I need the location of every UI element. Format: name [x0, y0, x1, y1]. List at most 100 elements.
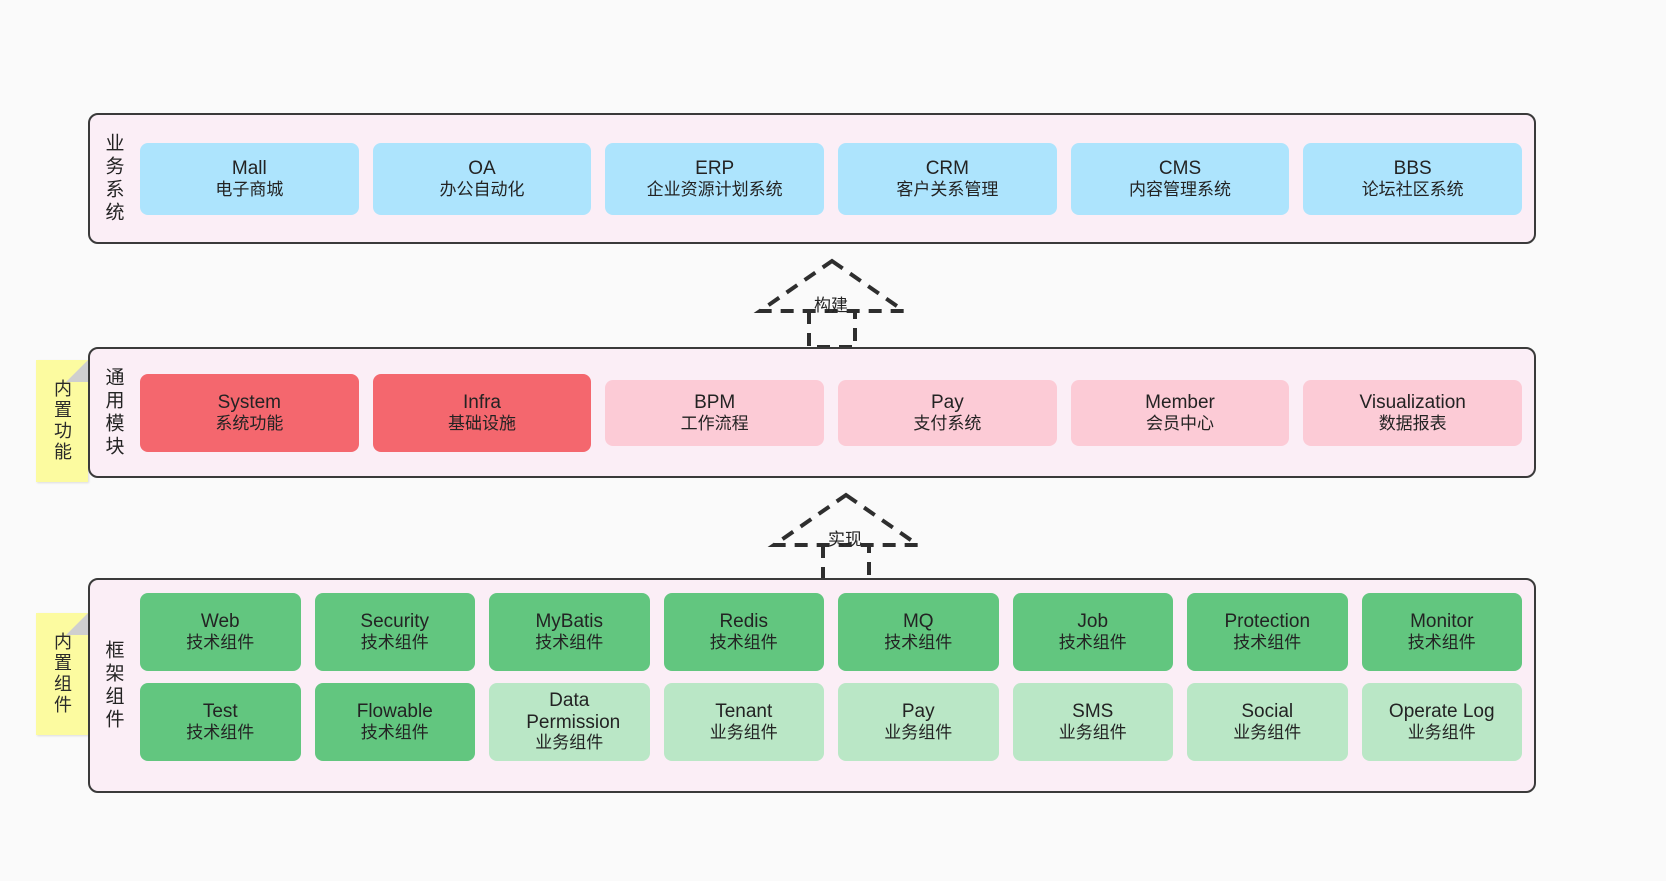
card-subtitle: 业务组件 — [1233, 723, 1302, 743]
layer-business-systems: 业务系统 Mall 电子商城 OA 办公自动化 ERP 企业资源计划系统 CRM… — [88, 113, 1536, 244]
card-title: Redis — [719, 611, 769, 633]
layer-title-business-systems: 业务系统 — [102, 132, 124, 225]
card-subtitle: 基础设施 — [448, 413, 516, 433]
card-crm[interactable]: CRM 客户关系管理 — [838, 142, 1057, 215]
card-subtitle: 业务组件 — [535, 733, 604, 753]
card-subtitle: 技术组件 — [1407, 633, 1476, 653]
card-title: Web — [200, 611, 240, 633]
arrow-build: 构建 — [752, 255, 912, 351]
card-social[interactable]: Social 业务组件 — [1187, 683, 1348, 761]
card-test[interactable]: Test 技术组件 — [140, 683, 301, 761]
card-subtitle: 论坛社区系统 — [1361, 179, 1464, 199]
card-oa[interactable]: OA 办公自动化 — [372, 142, 592, 215]
card-security[interactable]: Security 技术组件 — [314, 593, 475, 671]
card-subtitle: 电子商城 — [215, 179, 284, 199]
card-subtitle: 技术组件 — [1233, 633, 1302, 653]
card-subtitle: 技术组件 — [186, 633, 255, 653]
card-mq[interactable]: MQ 技术组件 — [838, 593, 999, 671]
card-member[interactable]: Member 会员中心 — [1070, 379, 1290, 446]
card-title: Pay — [930, 391, 964, 413]
card-pay-business[interactable]: Pay 业务组件 — [838, 683, 999, 761]
layer-framework-components: 框架组件 Web 技术组件 Security 技术组件 MyBatis 技术组件… — [88, 578, 1536, 793]
card-title: Protection — [1224, 611, 1311, 633]
card-title: ERP — [695, 157, 735, 179]
card-subtitle: 内容管理系统 — [1129, 179, 1232, 199]
card-subtitle: 业务组件 — [1058, 723, 1127, 743]
layer-common-modules: 通用模块 System 系统功能 Infra 基础设施 BPM 工作流程 Pay… — [88, 347, 1536, 478]
arrow-implement-label: 实现 — [828, 530, 862, 549]
card-subtitle: 业务组件 — [709, 723, 778, 743]
card-title: Operate Log — [1388, 701, 1495, 723]
layer-title-common-modules: 通用模块 — [102, 366, 124, 459]
card-title: Social — [1241, 701, 1294, 723]
card-data-permission[interactable]: Data Permission 业务组件 — [489, 683, 650, 761]
card-title: BBS — [1393, 157, 1432, 179]
card-job[interactable]: Job 技术组件 — [1012, 593, 1173, 671]
arrow-implement: 实现 — [766, 489, 926, 585]
card-tenant[interactable]: Tenant 业务组件 — [663, 683, 824, 761]
card-subtitle: 技术组件 — [360, 633, 429, 653]
card-title: Member — [1145, 391, 1215, 413]
sticky-note-text: 内置功能 — [52, 379, 72, 463]
card-subtitle: 办公自动化 — [439, 179, 525, 199]
arrow-implement-svg — [767, 492, 925, 583]
card-title: Monitor — [1410, 611, 1474, 633]
card-title: SMS — [1072, 701, 1114, 723]
sticky-note-builtin-components: 内置组件 — [36, 613, 88, 735]
card-protection[interactable]: Protection 技术组件 — [1187, 593, 1348, 671]
card-title: Tenant — [715, 701, 773, 723]
card-title: Test — [202, 701, 238, 723]
card-title: Flowable — [356, 701, 433, 723]
card-subtitle: 系统功能 — [215, 413, 284, 433]
card-flowable[interactable]: Flowable 技术组件 — [314, 683, 475, 761]
card-title: Infra — [462, 391, 502, 413]
layer-title-framework-components: 框架组件 — [102, 639, 124, 732]
card-subtitle: 企业资源计划系统 — [646, 179, 783, 199]
card-title: CMS — [1158, 157, 1202, 179]
card-title: Visualization — [1359, 391, 1466, 413]
card-cms[interactable]: CMS 内容管理系统 — [1070, 142, 1290, 215]
card-sms[interactable]: SMS 业务组件 — [1012, 683, 1173, 761]
card-title: Security — [360, 611, 430, 633]
card-monitor[interactable]: Monitor 技术组件 — [1361, 593, 1522, 671]
card-redis[interactable]: Redis 技术组件 — [663, 593, 824, 671]
card-title: OA — [468, 157, 496, 179]
card-mybatis[interactable]: MyBatis 技术组件 — [489, 593, 650, 671]
card-subtitle: 会员中心 — [1146, 413, 1215, 433]
card-subtitle: 技术组件 — [535, 633, 604, 653]
framework-row-technical: Web 技术组件 Security 技术组件 MyBatis 技术组件 Redi… — [140, 593, 1522, 671]
card-infra[interactable]: Infra 基础设施 — [372, 373, 592, 452]
card-subtitle: 业务组件 — [884, 723, 953, 743]
card-subtitle: 技术组件 — [884, 633, 953, 653]
card-pay[interactable]: Pay 支付系统 — [838, 379, 1057, 446]
card-title: CRM — [925, 157, 969, 179]
card-subtitle: 技术组件 — [709, 633, 778, 653]
card-subtitle: 客户关系管理 — [896, 179, 999, 199]
card-erp[interactable]: ERP 企业资源计划系统 — [605, 142, 825, 215]
card-mall[interactable]: Mall 电子商城 — [140, 142, 359, 215]
card-subtitle: 技术组件 — [1058, 633, 1127, 653]
sticky-note-text: 内置组件 — [52, 632, 72, 716]
arrow-build-svg — [753, 258, 911, 349]
common-module-card-list: System 系统功能 Infra 基础设施 BPM 工作流程 Pay 支付系统… — [136, 349, 1534, 476]
card-subtitle: 支付系统 — [913, 413, 982, 433]
card-title: Job — [1077, 611, 1109, 633]
card-operate-log[interactable]: Operate Log 业务组件 — [1361, 683, 1522, 761]
card-web[interactable]: Web 技术组件 — [140, 593, 301, 671]
arrow-build-label: 构建 — [814, 296, 848, 315]
card-system[interactable]: System 系统功能 — [140, 373, 359, 452]
card-visualization[interactable]: Visualization 数据报表 — [1303, 379, 1523, 446]
card-title: Pay — [901, 701, 935, 723]
card-subtitle: 工作流程 — [680, 413, 749, 433]
card-title: Mall — [231, 157, 267, 179]
card-title: Data Permission — [526, 689, 621, 733]
card-bbs[interactable]: BBS 论坛社区系统 — [1303, 142, 1523, 215]
sticky-note-builtin-functions: 内置功能 — [36, 360, 88, 482]
card-bpm[interactable]: BPM 工作流程 — [605, 379, 825, 446]
business-system-card-list: Mall 电子商城 OA 办公自动化 ERP 企业资源计划系统 CRM 客户关系… — [136, 115, 1534, 242]
card-title: MyBatis — [535, 611, 604, 633]
card-title: MQ — [902, 611, 934, 633]
card-subtitle: 业务组件 — [1407, 723, 1476, 743]
card-subtitle: 数据报表 — [1378, 413, 1447, 433]
